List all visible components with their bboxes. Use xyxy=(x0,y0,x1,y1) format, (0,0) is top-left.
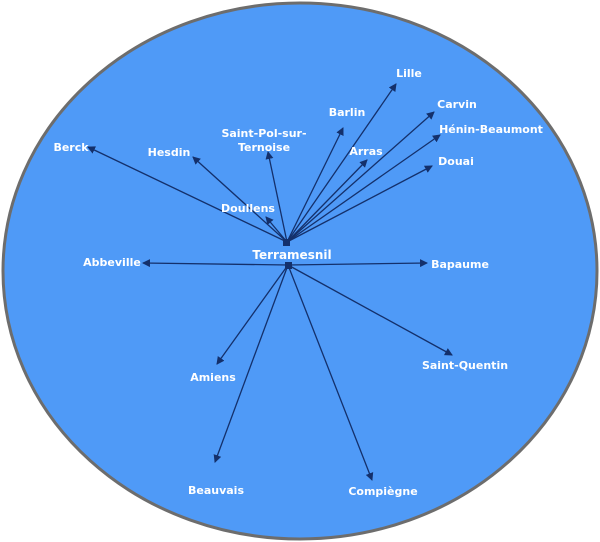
city-label-henin-beaumont: Hénin-Beaumont xyxy=(439,123,543,136)
city-label-berck: Berck xyxy=(53,141,89,154)
route-arrow-barlin xyxy=(286,127,344,243)
city-label-line: Saint-Pol-sur- xyxy=(221,127,306,140)
city-label-lille: Lille xyxy=(396,67,422,80)
route-arrow-saint-pol-sur-ternoise xyxy=(265,151,288,243)
route-arrow-amiens xyxy=(216,264,289,365)
origin-node-north xyxy=(283,239,290,246)
city-label-saint-pol-sur-ternoise: Saint-Pol-sur-Ternoise xyxy=(221,127,306,154)
city-label-arras: Arras xyxy=(349,145,383,158)
route-lines xyxy=(87,83,453,481)
city-label-compiegne: Compiègne xyxy=(348,485,417,498)
city-label-bapaume: Bapaume xyxy=(431,258,489,271)
city-label-line: Ternoise xyxy=(238,141,290,154)
route-arrow-henin-beaumont xyxy=(286,134,441,243)
route-arrow-douai xyxy=(286,165,433,243)
route-arrow-abbeville xyxy=(142,259,289,268)
route-arrow-beauvais xyxy=(213,264,289,463)
city-label-beauvais: Beauvais xyxy=(188,484,244,497)
city-label-doullens: Doullens xyxy=(221,202,275,215)
origin-label: Terramesnil xyxy=(252,248,331,262)
city-label-saint-quentin: Saint-Quentin xyxy=(422,359,508,372)
city-label-abbeville: Abbeville xyxy=(83,256,141,269)
route-arrow-carvin xyxy=(286,111,435,243)
route-arrow-arras xyxy=(286,159,368,243)
route-arrow-doullens xyxy=(265,216,288,243)
city-label-hesdin: Hesdin xyxy=(148,146,191,159)
route-arrow-bapaume xyxy=(287,259,428,268)
city-label-carvin: Carvin xyxy=(437,98,477,111)
city-label-amiens: Amiens xyxy=(190,371,236,384)
route-arrow-saint-quentin xyxy=(287,264,453,356)
city-label-barlin: Barlin xyxy=(329,106,366,119)
origin-node-south xyxy=(285,262,292,269)
city-label-douai: Douai xyxy=(438,155,474,168)
route-arrow-berck xyxy=(87,146,288,243)
route-arrow-hesdin xyxy=(192,156,288,243)
route-arrow-lille xyxy=(286,83,397,243)
route-arrow-compiegne xyxy=(287,264,374,481)
